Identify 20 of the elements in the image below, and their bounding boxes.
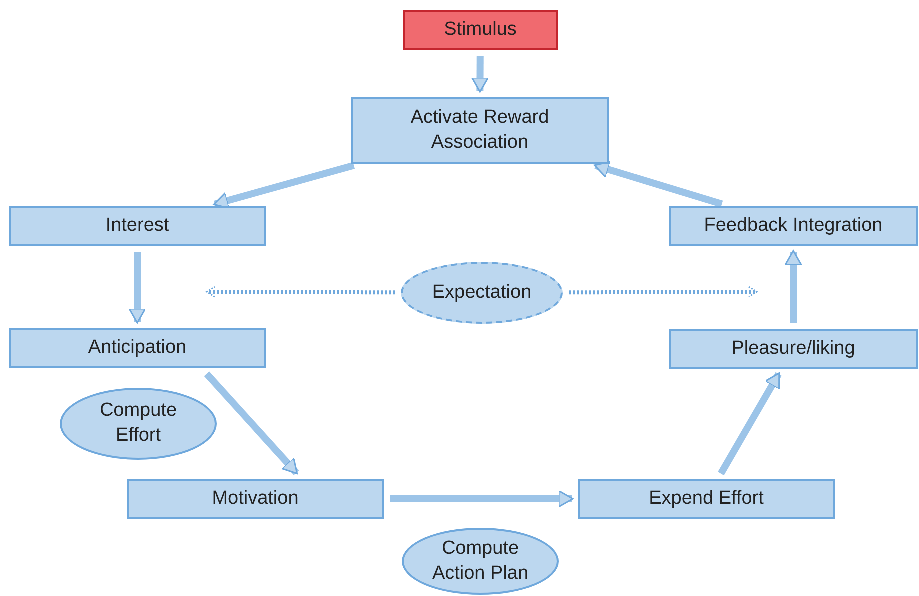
process-box: Motivation [127,479,384,519]
arrow [594,161,724,208]
arrow [128,252,146,324]
arrow [390,490,574,508]
ellipse-node: Expectation [401,262,563,324]
arrow [784,250,802,323]
process-box: Pleasure/liking [669,329,918,369]
ellipse-node: Compute Action Plan [402,528,559,595]
arrow [568,286,758,298]
process-box: Anticipation [9,328,266,368]
process-box: Activate Reward Association [351,97,609,164]
arrow [206,286,396,298]
arrow [718,372,782,476]
arrow [204,372,300,476]
stimulus-box: Stimulus [403,10,558,50]
process-box: Expend Effort [578,479,835,519]
arrow [472,56,489,93]
ellipse-node: Compute Effort [60,388,217,460]
process-box: Feedback Integration [669,206,918,246]
process-box: Interest [9,206,266,246]
